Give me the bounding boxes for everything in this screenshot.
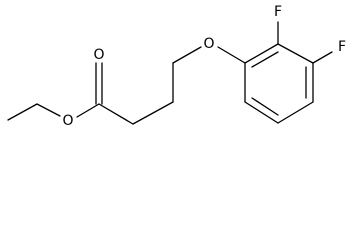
ether-oxygen-label: O [203,36,214,52]
bond-chain-to-ether-o [172,46,202,64]
ring-inner-double-1 [251,51,279,68]
fluorine-label-3: F [338,39,346,55]
ring-bond-2 [277,43,314,64]
carbonyl-oxygen-label: O [93,47,104,63]
fluorine-label-2: F [274,4,282,20]
ring-bond-1 [244,43,279,64]
bond-c3-f [312,51,333,64]
bond-ethyl-ch2-o [36,103,61,117]
bond-chain-2 [132,101,174,125]
ester-oxygen-label: O [62,113,73,129]
bond-ethyl-ch3-ch2 [7,103,38,121]
bond-chain-1 [98,103,134,125]
ring-bond-4 [277,101,314,124]
bond-ether-o-ring [217,46,246,64]
ring-inner-double-3 [251,97,279,116]
molecule-structure: O O O F F [7,4,346,129]
bond-o-carbonyl [76,103,100,118]
ring-bond-5 [244,101,279,124]
